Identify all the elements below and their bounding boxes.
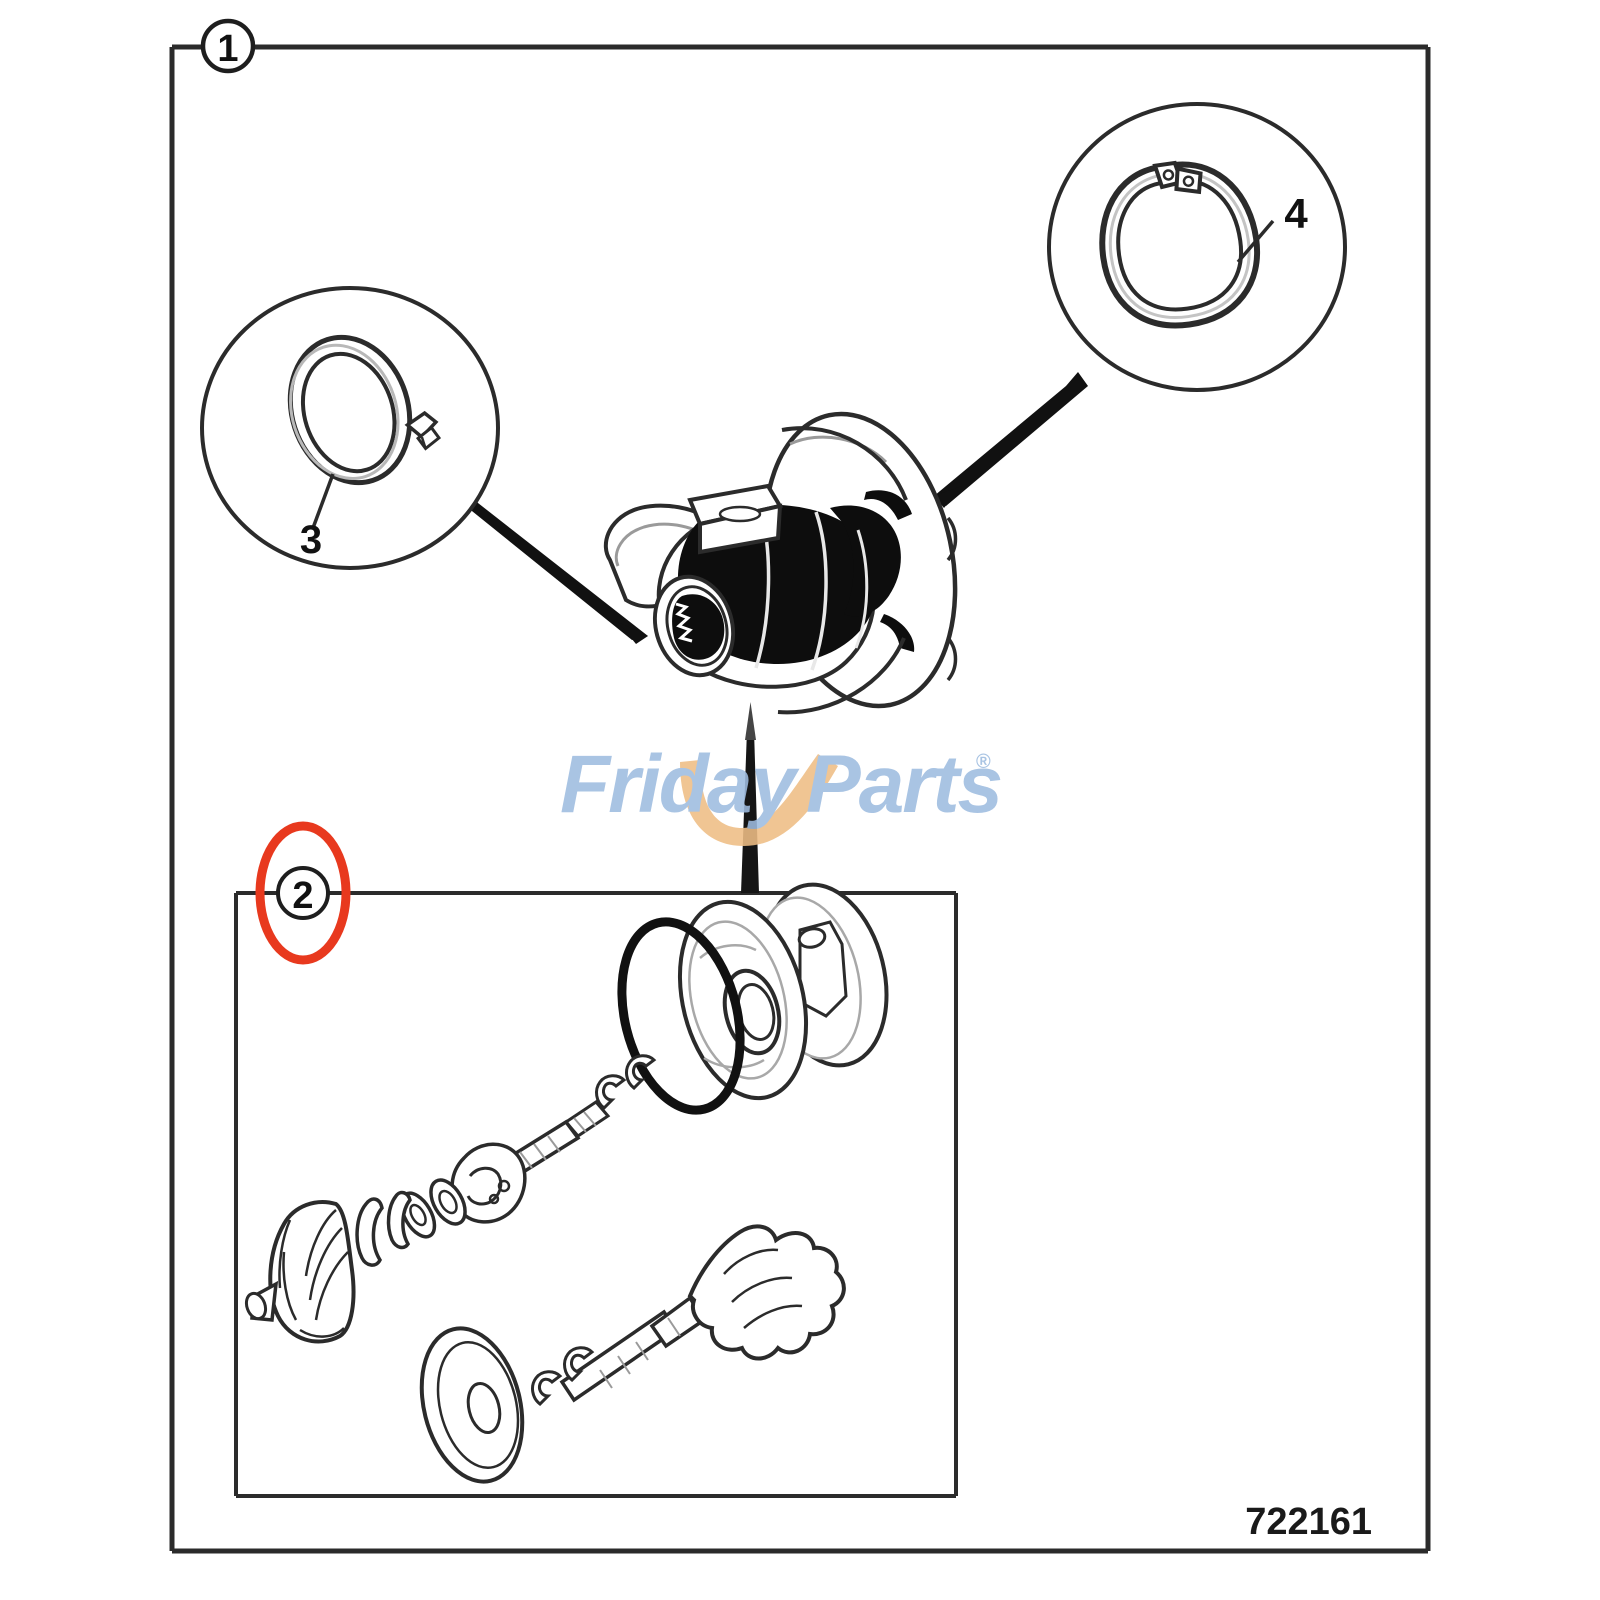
retaining-clip-b — [595, 1074, 627, 1110]
seal-ring-b — [355, 1197, 384, 1267]
o-ring — [617, 917, 745, 1115]
main-diagram-frame — [169, 44, 1431, 1554]
retaining-clip-a — [625, 1054, 657, 1090]
callout-1[interactable]: 1 — [200, 18, 256, 74]
callout-3-label: 3 — [300, 518, 322, 562]
callout-2-label: 2 — [292, 875, 313, 917]
watermark-registered-icon: ® — [976, 751, 991, 773]
watermark-text-friday: Friday — [560, 739, 800, 830]
exploded-cartridge-view — [244, 882, 889, 1484]
callout-1-label: 1 — [217, 28, 238, 70]
callout-2[interactable]: 2 — [255, 821, 351, 965]
detail-bubble-3: 3 — [200, 286, 500, 570]
detail-bubble-4: 4 — [1047, 102, 1347, 392]
watermark-fridayparts: Friday Parts ® — [560, 739, 1003, 846]
callout-4-label: 4 — [1284, 190, 1308, 237]
detail-group-frame — [234, 891, 958, 1498]
watermark-text-parts: Parts — [806, 739, 1001, 830]
leader-arrow-detail-3 — [462, 488, 648, 644]
turbocharger-assembly — [604, 411, 958, 715]
compressor-wheel — [244, 1200, 356, 1344]
turbine-wheel-and-shaft — [531, 1224, 846, 1406]
part-number: 722161 — [1245, 1501, 1372, 1543]
thrust-bearing — [450, 1142, 527, 1224]
seal-ring-a — [386, 1190, 412, 1250]
journal-bearing-a — [429, 1178, 467, 1226]
callout-2-highlight-ellipse — [255, 821, 351, 965]
seal-plate — [419, 1326, 525, 1484]
leader-arrow-detail-4 — [934, 372, 1088, 508]
assembly-arrow-up — [741, 702, 759, 893]
